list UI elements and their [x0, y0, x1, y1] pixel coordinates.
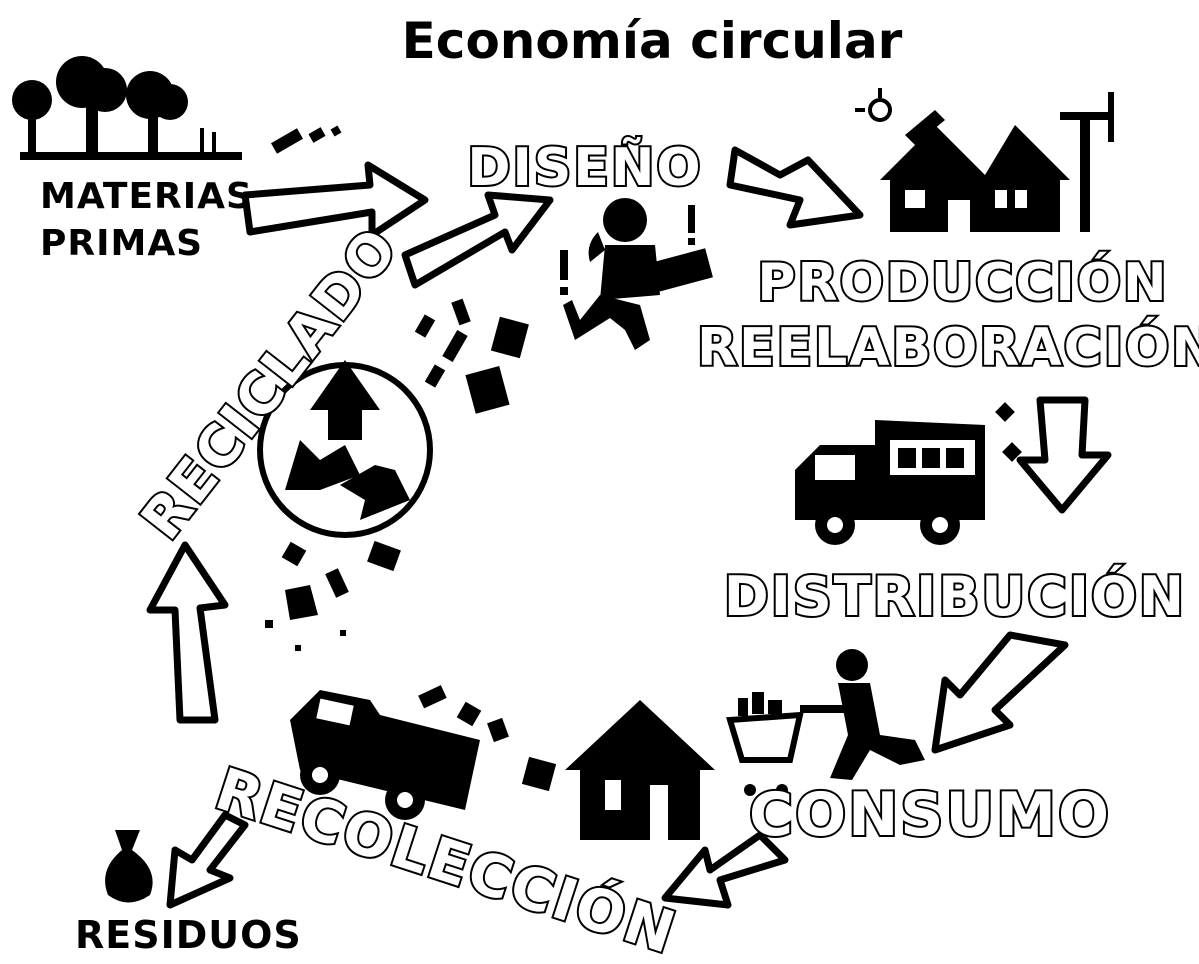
house-icon — [565, 700, 715, 840]
shopping-cart-person-icon — [726, 649, 925, 796]
stage-reelaboration: REELABORACIÓN — [697, 316, 1199, 378]
motion-dashes — [271, 125, 342, 154]
designer-laptop-icon — [560, 198, 713, 350]
stage-production: PRODUCCIÓN — [757, 251, 1168, 313]
factory-icon — [855, 88, 1114, 232]
waste-label: RESIDUOS — [75, 913, 302, 957]
raw-materials-label-line2: PRIMAS — [40, 223, 203, 264]
arrow-production-to-distribution — [1016, 396, 1112, 514]
arrow-collection-to-recycling — [146, 541, 229, 724]
diagram-title: Economía circular — [402, 12, 903, 70]
arrow-design-to-production — [726, 146, 864, 229]
trash-bag-icon — [105, 830, 153, 903]
recycle-icon — [257, 360, 433, 538]
arrow-recycling-to-design — [401, 191, 554, 289]
stage-design: DISEÑO — [467, 137, 702, 198]
delivery-truck-icon — [795, 402, 1022, 545]
garbage-truck-icon — [290, 685, 557, 820]
trees-icon — [12, 56, 242, 160]
arrow-collection-to-waste — [166, 811, 249, 909]
arrow-distribution-to-consumption — [931, 631, 1069, 754]
stage-distribution: DISTRIBUCIÓN — [724, 565, 1186, 628]
arrow-consumption-to-collection — [661, 831, 789, 909]
arrow-raw-to-design — [241, 161, 429, 239]
recycled-debris — [265, 298, 529, 651]
raw-materials-label: MATERIAS — [40, 176, 253, 217]
stage-consumption: CONSUMO — [749, 780, 1111, 850]
